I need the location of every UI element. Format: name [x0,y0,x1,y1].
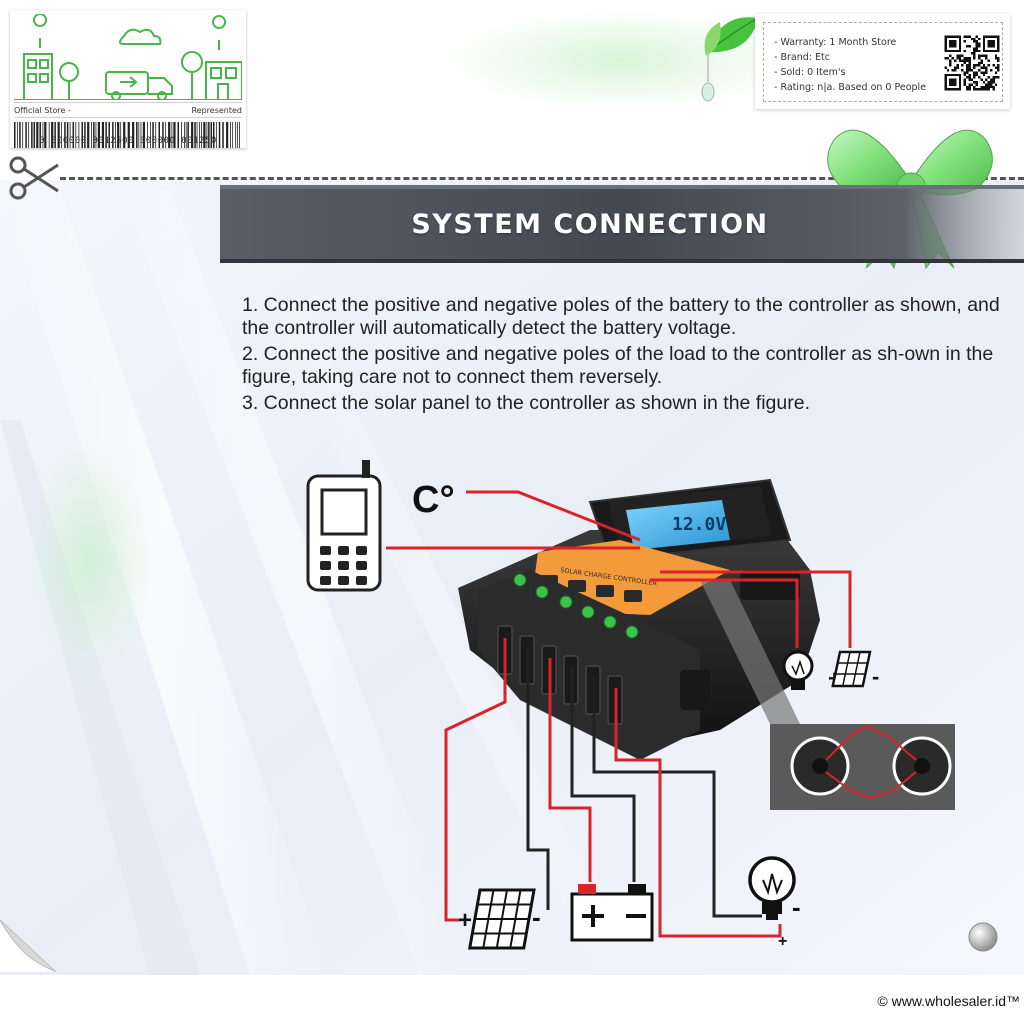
wiring [386,490,852,938]
solar-panel-icon [468,888,536,950]
scroll-top-button[interactable] [968,922,998,952]
lcd-reading: 12.0V [672,514,726,535]
load-light-bulb-icon [748,856,796,920]
section-title: SYSTEM CONNECTION [411,208,769,240]
load-minus: - [792,892,801,922]
barcode-icon [14,122,240,148]
temperature-label: C° [412,479,455,521]
step-1-text: 1. Connect the positive and negative pol… [242,294,1000,339]
charge-controller: 12.0V SOLAR CHARGE CONTROLLER [458,478,820,760]
usb-solar-minus: - [872,664,879,689]
usb-light-bulb-icon [782,650,814,690]
lcd-screen [626,500,730,550]
product-info-border: - Warranty: 1 Month Store - Brand: Etc -… [763,22,1003,102]
product-info-card: - Warranty: 1 Month Store - Brand: Etc -… [755,14,1010,109]
warranty-text: - Warranty: 1 Month Store [774,37,897,48]
leaf-icon [701,17,759,102]
store-illustration-icon [14,14,242,100]
step-3-text: 3. Connect the solar panel to the contro… [242,392,811,414]
step-2-text: 2. Connect the positive and negative pol… [242,343,994,388]
section-banner [220,185,1024,263]
load-plus: + [778,933,787,950]
rating-text: - Rating: n|a. Based on 0 People [774,82,927,93]
phone-icon [306,460,382,592]
instruction-steps: 1. Connect the positive and negative pol… [242,294,1022,418]
scissors-icon [9,156,59,200]
sold-text: - Sold: 0 Item's [774,67,846,78]
product-info-list: - Warranty: 1 Month Store - Brand: Etc -… [774,35,926,95]
solar-minus: - [532,902,541,932]
brand-text: - Brand: Etc [774,52,830,63]
usb-solar-panel-icon [831,650,872,688]
usb-port-closeup [700,580,955,810]
connection-diagram: C° 12.0V SOLAR CHARGE CONTROLLER [306,460,955,950]
store-label-row: Official Store - Represented [14,102,242,118]
copyright-text: © www.wholesaler.id™ [877,993,1020,1009]
cut-line-divider [60,177,1024,180]
represented-label: Represented [191,105,242,115]
battery-icon [570,884,654,942]
official-store-label: Official Store - [14,105,71,115]
solar-plus: + [458,907,472,934]
official-store-card: Official Store - Represented 0 000000 00… [10,10,246,148]
page-curl-icon [0,920,56,972]
qr-code-icon[interactable] [942,33,1002,93]
barcode-number: 0 000000 0012500 000000 001250 [39,136,217,146]
